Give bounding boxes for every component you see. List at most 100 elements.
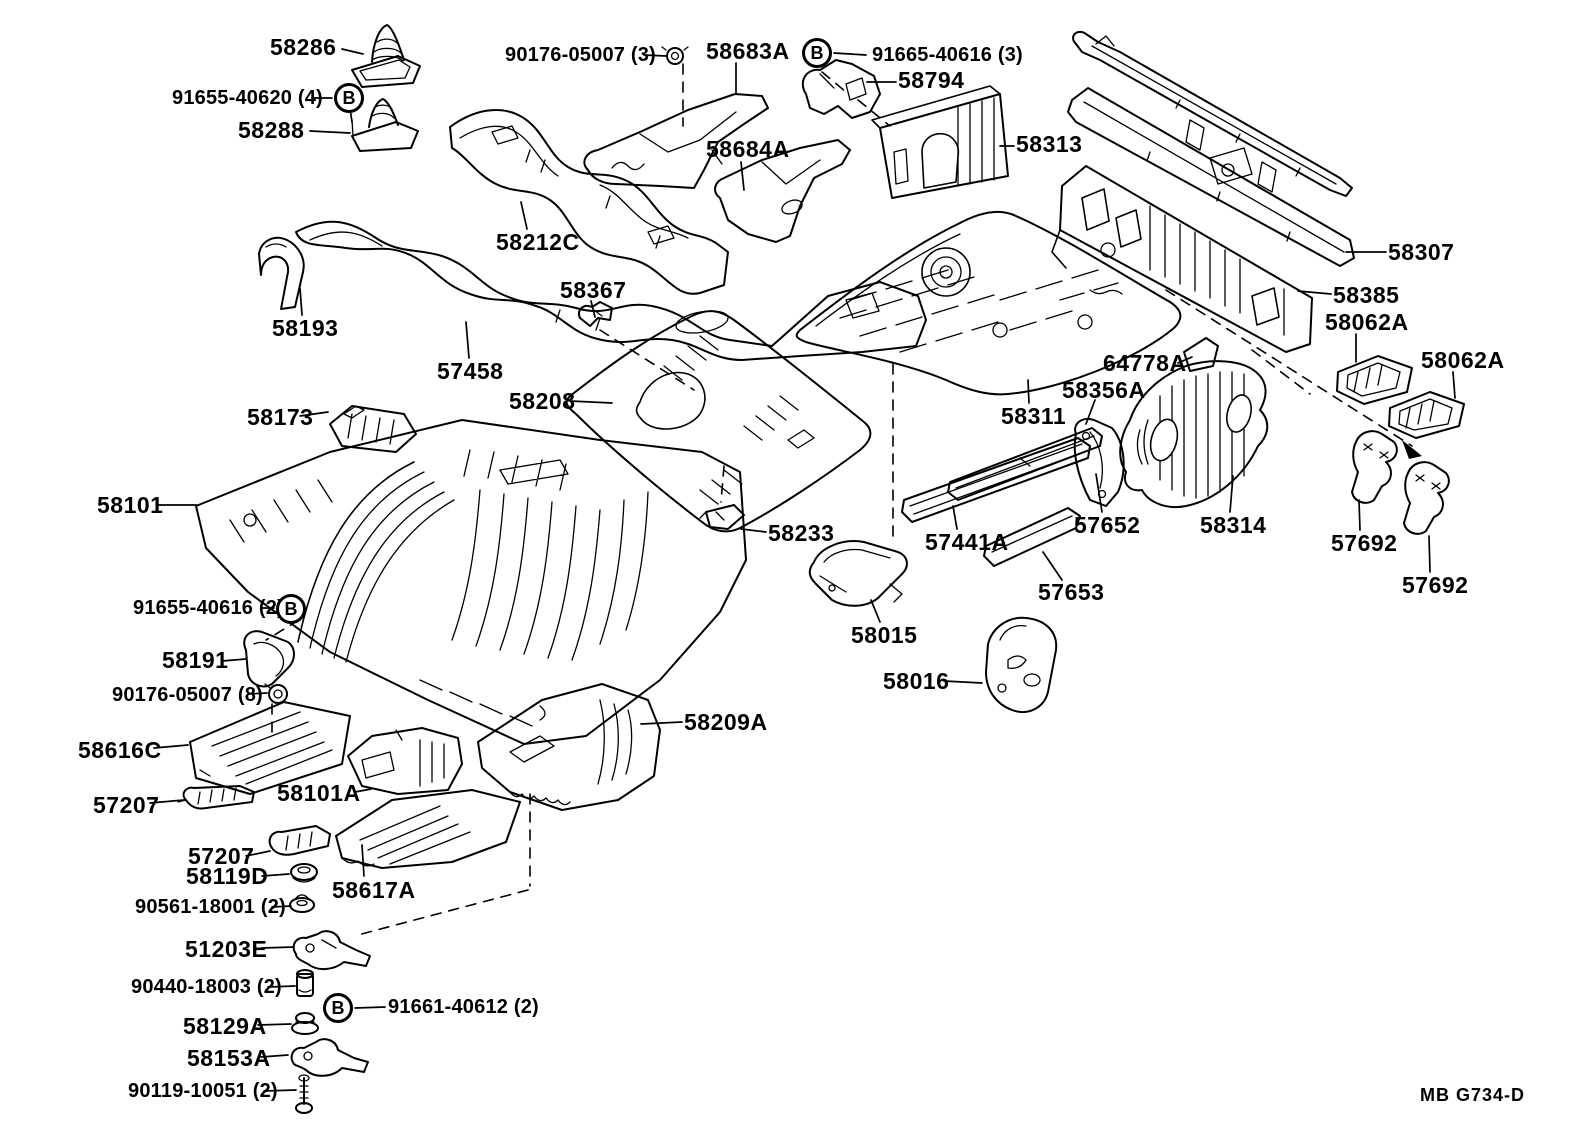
part-label-58286: 58286 <box>270 34 337 60</box>
part-label-58313: 58313 <box>1016 131 1083 157</box>
part-58307-drawing <box>1067 87 1355 267</box>
part-label-58209a: 58209A <box>684 709 768 735</box>
fastener-label-91661-40612: 91661-40612 (2) <box>388 996 539 1018</box>
part-label-57653: 57653 <box>1038 579 1105 605</box>
dashed-reference-lines <box>265 63 1413 937</box>
fastener-label-90119-10051: 90119-10051 (2) <box>128 1080 278 1102</box>
part-label-57207-1: 57207 <box>93 792 160 818</box>
part-58233-drawing <box>699 504 745 530</box>
bracket-51203e-icon <box>292 930 371 970</box>
ref-mark-b-2: B <box>802 38 832 68</box>
part-label-58101a: 58101A <box>277 780 361 806</box>
part-57207-2-drawing <box>268 825 331 856</box>
part-label-58683a: 58683A <box>706 38 790 64</box>
fastener-label-90561-18001: 90561-18001 (2) <box>135 896 286 918</box>
leader-lines <box>149 48 1456 1092</box>
grommet-90561-18001-icon <box>289 894 315 913</box>
part-57207-1-drawing <box>177 785 255 810</box>
part-58617a-drawing <box>335 789 521 869</box>
part-57692-2-drawing <box>1403 461 1450 535</box>
part-58212c-drawing <box>449 109 729 295</box>
part-label-58193: 58193 <box>272 315 339 341</box>
part-57441a-drawing <box>901 437 1091 523</box>
part-label-58794: 58794 <box>898 67 965 93</box>
part-58385-drawing <box>1051 165 1313 353</box>
part-58015-drawing <box>808 540 908 607</box>
part-58683a-drawing <box>583 93 769 189</box>
part-58208-drawing <box>565 310 872 533</box>
ref-mark-letter: B <box>331 997 345 1018</box>
part-label-64778a: 64778A <box>1103 350 1187 376</box>
part-label-58367: 58367 <box>560 277 627 303</box>
part-58193-drawing <box>258 236 305 310</box>
dashed-arrowhead <box>1402 440 1422 459</box>
part-57692-1-drawing <box>1351 430 1398 504</box>
part-label-58385: 58385 <box>1333 282 1400 308</box>
ref-mark-letter: B <box>284 598 298 619</box>
part-label-58311: 58311 <box>1001 403 1067 429</box>
spacer-90440-18003-icon <box>296 969 314 997</box>
part-58173-drawing <box>329 405 417 453</box>
fastener-label-90176-05007-3: 90176-05007 (3) <box>505 44 656 66</box>
fastener-label-90176-05007-8: 90176-05007 (8) <box>112 684 263 706</box>
part-label-57458: 57458 <box>437 358 504 384</box>
part-58209a-drawing <box>477 683 661 811</box>
ref-mark-b-3: B <box>276 594 306 624</box>
part-label-57441a: 57441A <box>925 529 1009 555</box>
drawing-code: MB G734-D <box>1420 1085 1526 1105</box>
part-label-58288: 58288 <box>238 117 305 143</box>
part-58016-drawing <box>985 616 1058 713</box>
part-58191-drawing <box>243 630 295 688</box>
part-57653-drawing <box>983 507 1081 567</box>
part-label-58153a: 58153A <box>187 1045 271 1071</box>
part-label-51203e: 51203E <box>185 936 268 962</box>
part-label-58307: 58307 <box>1388 239 1455 265</box>
part-label-58314: 58314 <box>1200 512 1267 538</box>
part-label-57207-2: 57207 <box>188 843 255 869</box>
part-label-58191: 58191 <box>162 647 229 673</box>
part-58367-drawing <box>578 301 613 327</box>
fastener-label-91655-40620: 91655-40620 (4) <box>172 87 323 109</box>
part-label-58062a-1: 58062A <box>1325 309 1409 335</box>
part-label-58101: 58101 <box>97 492 164 518</box>
part-58062a-2-drawing <box>1388 391 1465 439</box>
part-58313-drawing <box>871 85 1009 199</box>
part-label-58356a: 58356A <box>1062 377 1146 403</box>
ref-mark-letter: B <box>342 87 356 108</box>
ref-mark-letter: B <box>810 42 824 63</box>
part-58794-drawing <box>801 59 881 119</box>
part-58062a-1-drawing <box>1336 355 1413 405</box>
part-label-57692-1: 57692 <box>1331 530 1398 556</box>
fastener-label-91655-40616-2: 91655-40616 (2) <box>133 597 284 619</box>
ref-mark-b-4: B <box>323 993 353 1023</box>
part-64778a-drawing <box>1183 337 1219 372</box>
ref-mark-b-1: B <box>334 83 364 113</box>
part-label-58684a: 58684A <box>706 136 790 162</box>
part-label-58129a: 58129A <box>183 1013 267 1039</box>
part-58314-drawing <box>1119 360 1269 508</box>
part-58286-drawing <box>351 24 421 88</box>
part-label-58212c: 58212C <box>496 229 580 255</box>
part-58684a-drawing <box>714 139 851 243</box>
part-label-58617a: 58617A <box>332 877 416 903</box>
part-label-57652: 57652 <box>1074 512 1141 538</box>
part-58101a-drawing <box>347 727 463 795</box>
grommet-58119d-icon <box>290 863 318 883</box>
part-label-58616c: 58616C <box>78 737 162 763</box>
part-label-58119d: 58119D <box>186 863 269 889</box>
part-label-58233: 58233 <box>768 520 835 546</box>
bracket-58153a-icon <box>290 1038 369 1077</box>
part-57458-drawing <box>295 220 927 361</box>
part-label-58016: 58016 <box>883 668 950 694</box>
nut-90176-05007-3-icon <box>661 46 689 65</box>
part-label-58208: 58208 <box>509 388 576 414</box>
fastener-label-90440-18003: 90440-18003 (2) <box>131 976 282 998</box>
part-58288-drawing <box>351 98 419 152</box>
part-58311-drawing <box>795 210 1182 396</box>
part-58101-drawing <box>195 419 747 745</box>
part-back-strip-drawing <box>1072 30 1353 197</box>
part-label-58173: 58173 <box>247 404 314 430</box>
grommet-58129a-icon <box>291 1012 319 1035</box>
